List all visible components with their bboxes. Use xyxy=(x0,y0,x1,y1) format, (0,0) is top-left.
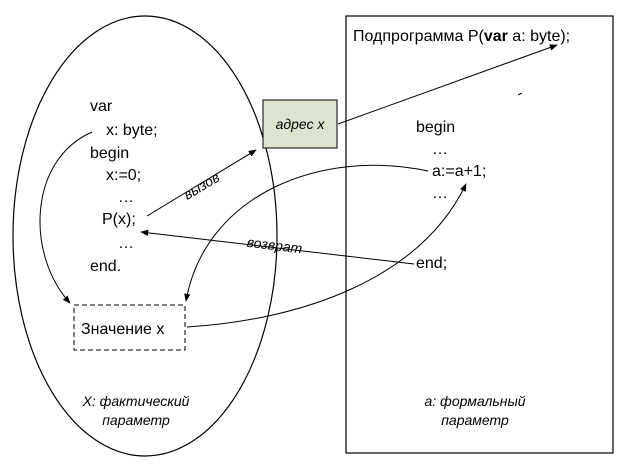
callee-code-line-4: … xyxy=(432,185,448,202)
callee-header-keyword: var xyxy=(484,28,508,45)
callee-code-line-5: end; xyxy=(416,255,447,272)
address-box-label: адрес x xyxy=(276,116,326,132)
caller-code-line-5: … xyxy=(118,189,134,206)
address-box xyxy=(262,99,338,149)
callee-code-line-1: begin xyxy=(416,119,455,136)
return-arrow-label: возврат xyxy=(246,234,304,257)
value-box-label: Значение x xyxy=(81,321,164,338)
caller-code-line-6: P(x); xyxy=(102,211,136,228)
caller-caption-line-1: X: фактический xyxy=(82,393,190,409)
caller-code-line-8: end. xyxy=(90,258,121,275)
callee-caption-line-1: а: формальный xyxy=(424,393,525,409)
address-to-subroutine-arrow xyxy=(337,44,558,125)
declaration-to-value-arrow xyxy=(39,131,93,304)
callee-code-line-2: … xyxy=(432,141,448,158)
assignment-to-value-arrow xyxy=(184,164,429,302)
caller-code-line-3: begin xyxy=(90,145,129,162)
caller-code-line-7: … xyxy=(118,235,134,252)
callee-header: Подпрограмма P(var a: byte); xyxy=(353,28,570,45)
call-arrow-label: вызов xyxy=(181,169,223,203)
value-box xyxy=(73,304,186,351)
callee-header-prefix: Подпрограмма P( xyxy=(353,28,484,45)
call-arrow xyxy=(146,149,257,217)
callee-code-line-3: a:=a+1; xyxy=(432,163,486,180)
caller-code-line-1: var xyxy=(90,98,113,115)
caller-code-line-2: x: byte; xyxy=(106,122,158,139)
caller-caption-line-2: параметр xyxy=(102,412,170,428)
caller-code-line-4: x:=0; xyxy=(106,167,141,184)
stray-mark xyxy=(517,92,523,96)
return-arrow xyxy=(140,229,415,265)
callee-header-suffix: a: byte); xyxy=(508,28,570,45)
value-to-assignment-arrow xyxy=(186,183,467,328)
caller-scope-ellipse xyxy=(12,15,278,457)
callee-scope-frame xyxy=(345,15,614,454)
callee-caption-line-2: параметр xyxy=(441,412,509,428)
